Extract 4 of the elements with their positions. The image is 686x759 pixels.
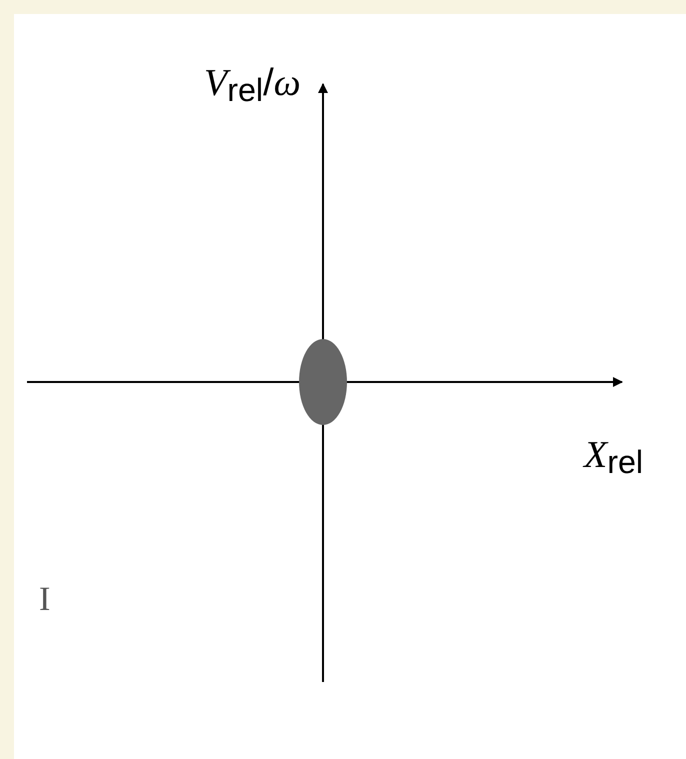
region-label: I: [39, 583, 50, 617]
axis-label: X$_{rel}$: [584, 436, 644, 478]
axis-label: V$_{rel}$/ω: [204, 64, 301, 106]
ellipse-spot: [299, 339, 347, 425]
